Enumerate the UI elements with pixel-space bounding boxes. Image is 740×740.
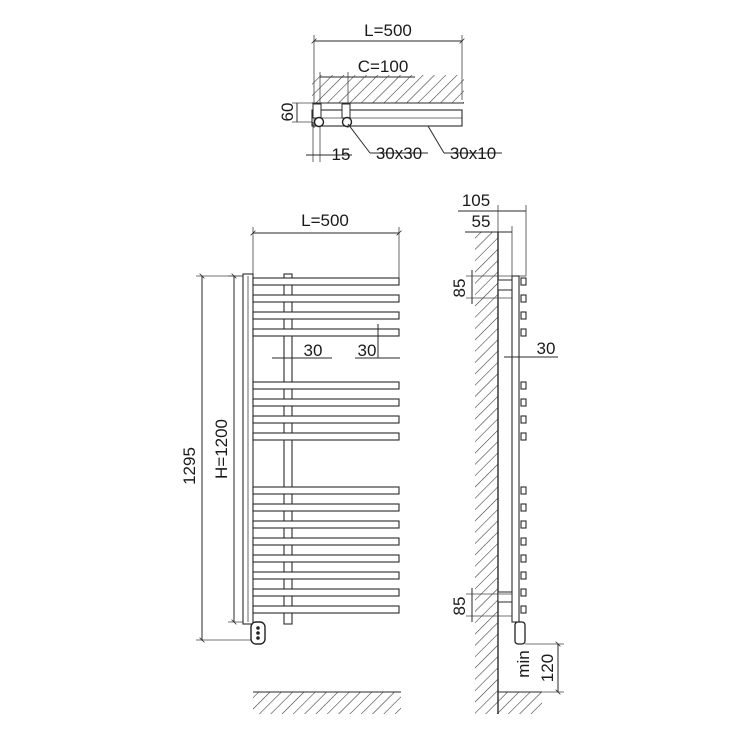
front-bars (252, 277, 400, 614)
front-bar (252, 432, 400, 441)
side-bar-profile (520, 520, 527, 529)
front-bar (252, 571, 400, 580)
front-bar (252, 554, 400, 563)
top-depth-label: 60 (278, 103, 297, 122)
front-gap-label-b: 30 (358, 341, 377, 360)
side-top-bracket-label: 85 (450, 279, 469, 298)
side-bar-profile (520, 415, 527, 424)
front-heater-dot (256, 636, 260, 640)
side-min-label: min (514, 650, 533, 677)
front-bar (252, 381, 400, 390)
side-collector (511, 275, 520, 623)
front-heater-dot (256, 631, 260, 635)
side-bar-profile (520, 328, 527, 337)
front-bar (252, 588, 400, 597)
top-view: L=500 C=100 60 15 30x30 30x10 (278, 21, 502, 164)
side-bar-profile (520, 554, 527, 563)
side-bracket-top (497, 279, 513, 291)
top-centers-label: C=100 (358, 57, 409, 76)
side-bracket-bottom (497, 591, 513, 603)
side-wall-hatch (475, 232, 498, 714)
side-bar-profile (520, 432, 527, 441)
side-bar-profile (520, 381, 527, 390)
front-bar (252, 311, 400, 320)
front-floor-hatch (253, 692, 401, 714)
top-wall-hatch (312, 75, 464, 103)
side-bar-profiles (520, 277, 527, 614)
side-bar-profile (520, 486, 527, 495)
side-bar-profile (520, 398, 527, 407)
side-bar-profile (520, 277, 527, 286)
top-flat-label: 30x10 (450, 144, 496, 163)
side-floor-label: 120 (538, 654, 557, 682)
side-depth-inner-label: 55 (472, 212, 491, 231)
side-bottom-bracket-label: 85 (450, 597, 469, 616)
front-gap-label-a: 30 (304, 341, 323, 360)
front-heater-dot (256, 626, 260, 630)
top-valve-left (313, 116, 325, 128)
front-bar (252, 605, 400, 614)
side-bar-profile (520, 605, 527, 614)
top-bracket-left (312, 103, 322, 119)
front-width-label: L=500 (301, 211, 349, 230)
side-view: 105 55 (450, 191, 564, 714)
front-bar (252, 537, 400, 546)
side-bar-profile (520, 294, 527, 303)
side-bar-profile (520, 503, 527, 512)
front-total-height-label: 1295 (180, 447, 199, 485)
front-bar (252, 328, 400, 337)
side-depth-outer-label: 105 (462, 191, 490, 210)
top-valve-right (341, 116, 353, 128)
front-view: L=500 1295 H=1200 (180, 211, 402, 714)
side-floor-hatch (498, 692, 542, 714)
front-bar (252, 398, 400, 407)
side-bar-profile (520, 537, 527, 546)
top-tube-label: 30x30 (376, 144, 422, 163)
top-offset-label: 15 (332, 145, 351, 164)
front-bar (252, 520, 400, 529)
side-bar-label: 30 (537, 339, 556, 358)
side-bar-profile (520, 571, 527, 580)
front-bar (252, 503, 400, 512)
front-bar (252, 415, 400, 424)
front-height-label: H=1200 (212, 419, 231, 479)
front-bar (252, 486, 400, 495)
front-bar (252, 294, 400, 303)
side-heater-body (514, 621, 526, 645)
side-bar-profile (520, 311, 527, 320)
top-width-label: L=500 (364, 21, 412, 40)
side-bar-profile (520, 588, 527, 597)
front-collector-right (283, 273, 293, 625)
front-bar (252, 277, 400, 286)
top-bracket-right (341, 103, 351, 119)
